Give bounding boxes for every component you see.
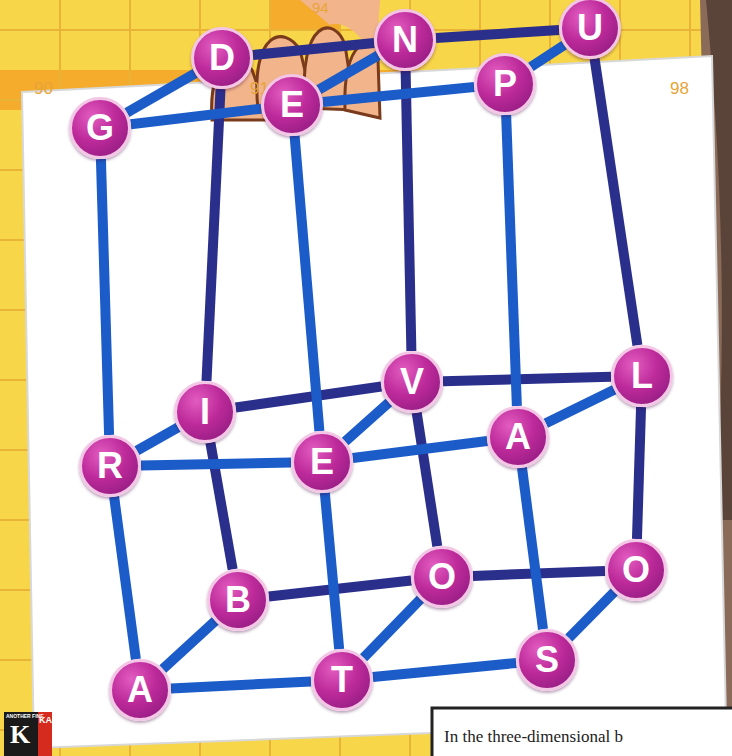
- connector-bar: [131, 109, 261, 125]
- letter-ball: P: [474, 53, 536, 115]
- letter: L: [631, 358, 653, 394]
- letter: P: [493, 66, 517, 102]
- connector-bar: [364, 599, 421, 658]
- caption-box: [432, 708, 732, 756]
- connector-bar: [546, 390, 614, 424]
- letter: E: [280, 87, 304, 123]
- letter: O: [622, 552, 650, 588]
- letter: S: [535, 642, 559, 678]
- letter-ball: A: [487, 406, 549, 468]
- letter-ball: T: [311, 649, 373, 711]
- connector-bar: [522, 468, 543, 630]
- letter: T: [331, 662, 353, 698]
- letter: I: [200, 394, 210, 430]
- connector-bar: [595, 59, 638, 346]
- letter-ball: S: [516, 629, 578, 691]
- letter: V: [400, 364, 424, 400]
- connector-bar: [253, 43, 374, 55]
- caption-text: In the three-dimensional b: [444, 728, 623, 745]
- logo-text: ANOTHER FINE: [6, 714, 44, 719]
- connector-bar: [506, 115, 517, 406]
- connector-bar: [114, 497, 136, 660]
- letter-ball: I: [174, 381, 236, 443]
- connector-bar: [171, 682, 311, 689]
- letter-ball: V: [381, 351, 443, 413]
- letter: A: [127, 672, 153, 708]
- letter-ball: D: [191, 27, 253, 89]
- connector-bar: [206, 89, 220, 381]
- connector-bar: [236, 386, 382, 407]
- connector-bar: [319, 55, 378, 89]
- letter: O: [428, 559, 456, 595]
- letter-ball: G: [69, 97, 131, 159]
- letter-ball: E: [261, 74, 323, 136]
- connector-bar: [531, 45, 564, 67]
- connector-bar: [269, 580, 411, 596]
- connector-bar: [137, 427, 178, 450]
- letter-ball: O: [605, 539, 667, 601]
- connector-bar: [127, 73, 195, 112]
- connector-bar: [163, 621, 215, 669]
- letter-ball: L: [611, 345, 673, 407]
- letter-ball: R: [79, 435, 141, 497]
- letter: N: [392, 22, 418, 58]
- logo-text: KAP: [39, 716, 58, 725]
- letter-ball: N: [374, 9, 436, 71]
- connector-bar: [417, 413, 438, 547]
- letter: D: [209, 40, 235, 76]
- letter: U: [577, 10, 603, 46]
- connector-bar: [406, 71, 412, 351]
- logo-letter: K: [10, 722, 30, 748]
- grid-number: 94: [312, 0, 329, 15]
- connector-bar: [353, 441, 487, 458]
- connector-bar: [373, 663, 516, 677]
- letter-ball: U: [559, 0, 621, 59]
- letter: E: [310, 444, 334, 480]
- connector-bar: [345, 403, 389, 442]
- letter-ball: O: [411, 546, 473, 608]
- connector-bar: [295, 136, 320, 431]
- grid-number: 98: [670, 80, 689, 97]
- letter: B: [225, 582, 251, 618]
- letter-ball: A: [109, 659, 171, 721]
- connector-bar: [101, 159, 109, 435]
- letter: G: [86, 110, 114, 146]
- letter: A: [505, 419, 531, 455]
- letter-ball: B: [207, 569, 269, 631]
- connector-bar: [443, 377, 611, 381]
- letter-ball: E: [291, 431, 353, 493]
- connector-bar: [325, 493, 339, 649]
- grid-number: 90: [34, 80, 53, 97]
- connector-bar: [436, 30, 559, 38]
- connector-bar: [323, 87, 474, 102]
- paper-sheet: [22, 56, 726, 748]
- connector-bar: [569, 592, 614, 638]
- letter: R: [97, 448, 123, 484]
- connector-bar: [141, 463, 291, 466]
- connector-bar: [637, 407, 641, 539]
